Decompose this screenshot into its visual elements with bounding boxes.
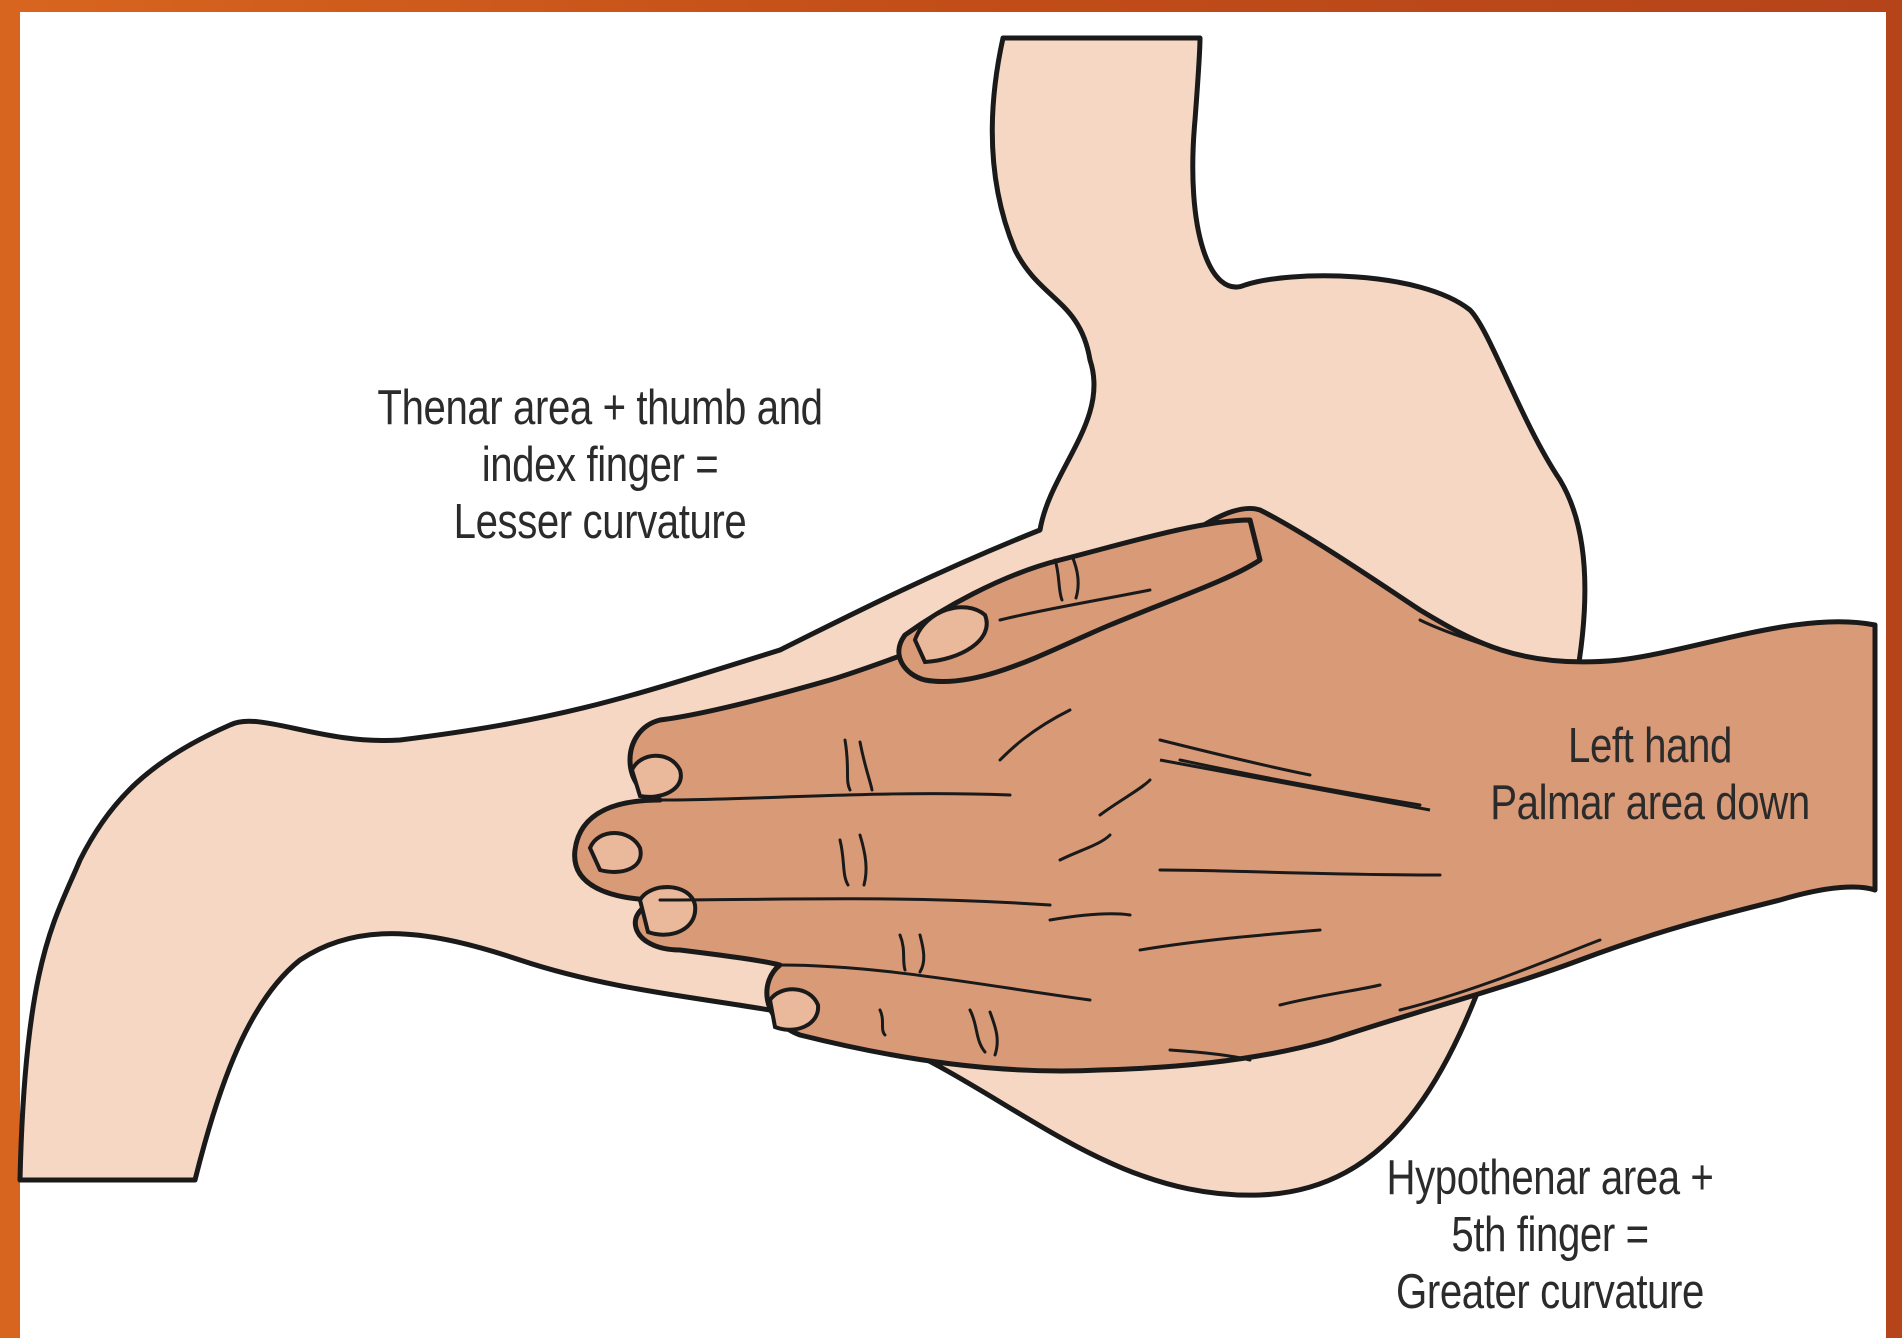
left-hand: [572, 506, 1878, 1074]
thumb: [896, 517, 1263, 684]
hand-label-leader: [1159, 758, 1431, 812]
greater-curvature-line-2: 5th finger =: [1451, 1208, 1649, 1262]
left-hand-label: Left hand Palmar area down: [1429, 718, 1872, 832]
lesser-curvature-line-3: Lesser curvature: [453, 495, 747, 549]
lesser-curvature-line-1: Thenar area + thumb and: [377, 381, 823, 435]
left-hand-line-2: Palmar area down: [1490, 776, 1810, 830]
greater-curvature-line-3: Greater curvature: [1396, 1265, 1704, 1319]
greater-curvature-line-1: Hypothenar area +: [1386, 1151, 1714, 1205]
left-hand-line-1: Left hand: [1568, 719, 1732, 773]
hand-detail-lines: [658, 554, 1602, 1062]
greater-curvature-label: Hypothenar area + 5th finger = Greater c…: [1345, 1150, 1755, 1321]
lesser-curvature-line-2: index finger =: [481, 438, 719, 492]
lesser-curvature-label: Thenar area + thumb and index finger = L…: [354, 380, 846, 551]
fingernails: [587, 605, 989, 1032]
